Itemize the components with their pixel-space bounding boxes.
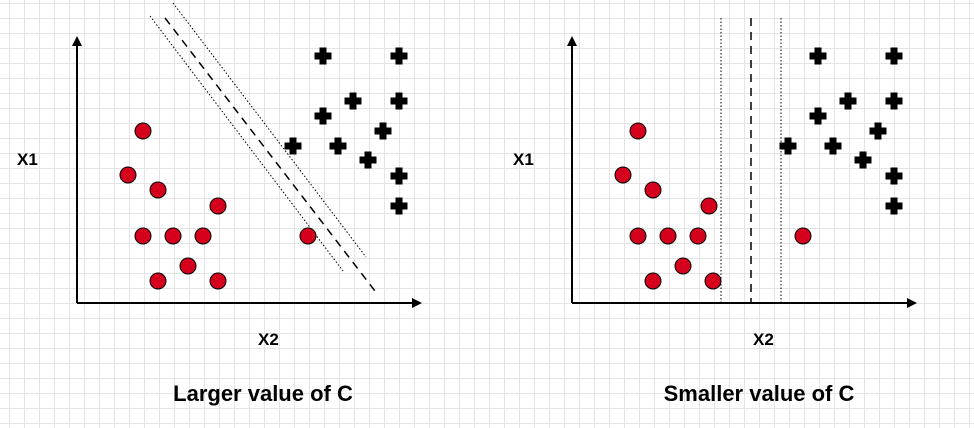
black-cross-icon [314,47,332,65]
black-cross-icon [809,47,827,65]
x-axis-label: X2 [753,330,774,349]
margin-line-upper [172,2,367,258]
black-cross-icon [390,92,408,110]
red-circle-icon [119,166,137,184]
red-circle-icon [659,227,677,245]
black-cross-icon [885,197,903,215]
black-cross-icon [779,137,797,155]
red-circle-icon [194,227,212,245]
red-circle-icon [209,197,227,215]
red-circle-icon [794,227,812,245]
red-circle-icon [689,227,707,245]
decision-boundary [164,17,376,292]
red-circle-icon [164,227,182,245]
red-circle-icon [644,272,662,290]
class-b-points [779,47,903,215]
red-circle-icon [629,227,647,245]
class-b-points [284,47,408,215]
class-a-points [614,122,812,290]
class-a-points [119,122,317,290]
red-circle-icon [299,227,317,245]
black-cross-icon [390,47,408,65]
black-cross-icon [359,151,377,169]
panel-left: X1 X2 Larger value of C [17,2,422,406]
black-cross-icon [314,107,332,125]
panel-caption: Smaller value of C [664,381,855,406]
black-cross-icon [329,137,347,155]
y-axis-label: X1 [17,150,38,169]
black-cross-icon [284,137,302,155]
red-circle-icon [179,257,197,275]
red-circle-icon [674,257,692,275]
panel-right: X1 X2 Smaller value of C [513,18,917,406]
red-circle-icon [149,272,167,290]
red-circle-icon [614,166,632,184]
red-circle-icon [149,181,167,199]
red-circle-icon [209,272,227,290]
x-axis-label: X2 [258,330,279,349]
red-circle-icon [700,197,718,215]
black-cross-icon [809,107,827,125]
red-circle-icon [134,227,152,245]
black-cross-icon [885,167,903,185]
red-circle-icon [644,181,662,199]
black-cross-icon [839,92,857,110]
y-axis-label: X1 [513,150,534,169]
red-circle-icon [629,122,647,140]
black-cross-icon [390,167,408,185]
black-cross-icon [344,92,362,110]
black-cross-icon [390,197,408,215]
panel-caption: Larger value of C [173,381,353,406]
black-cross-icon [869,122,887,140]
black-cross-icon [854,151,872,169]
red-circle-icon [134,122,152,140]
black-cross-icon [885,47,903,65]
black-cross-icon [374,122,392,140]
black-cross-icon [824,137,842,155]
red-circle-icon [704,272,722,290]
black-cross-icon [885,92,903,110]
